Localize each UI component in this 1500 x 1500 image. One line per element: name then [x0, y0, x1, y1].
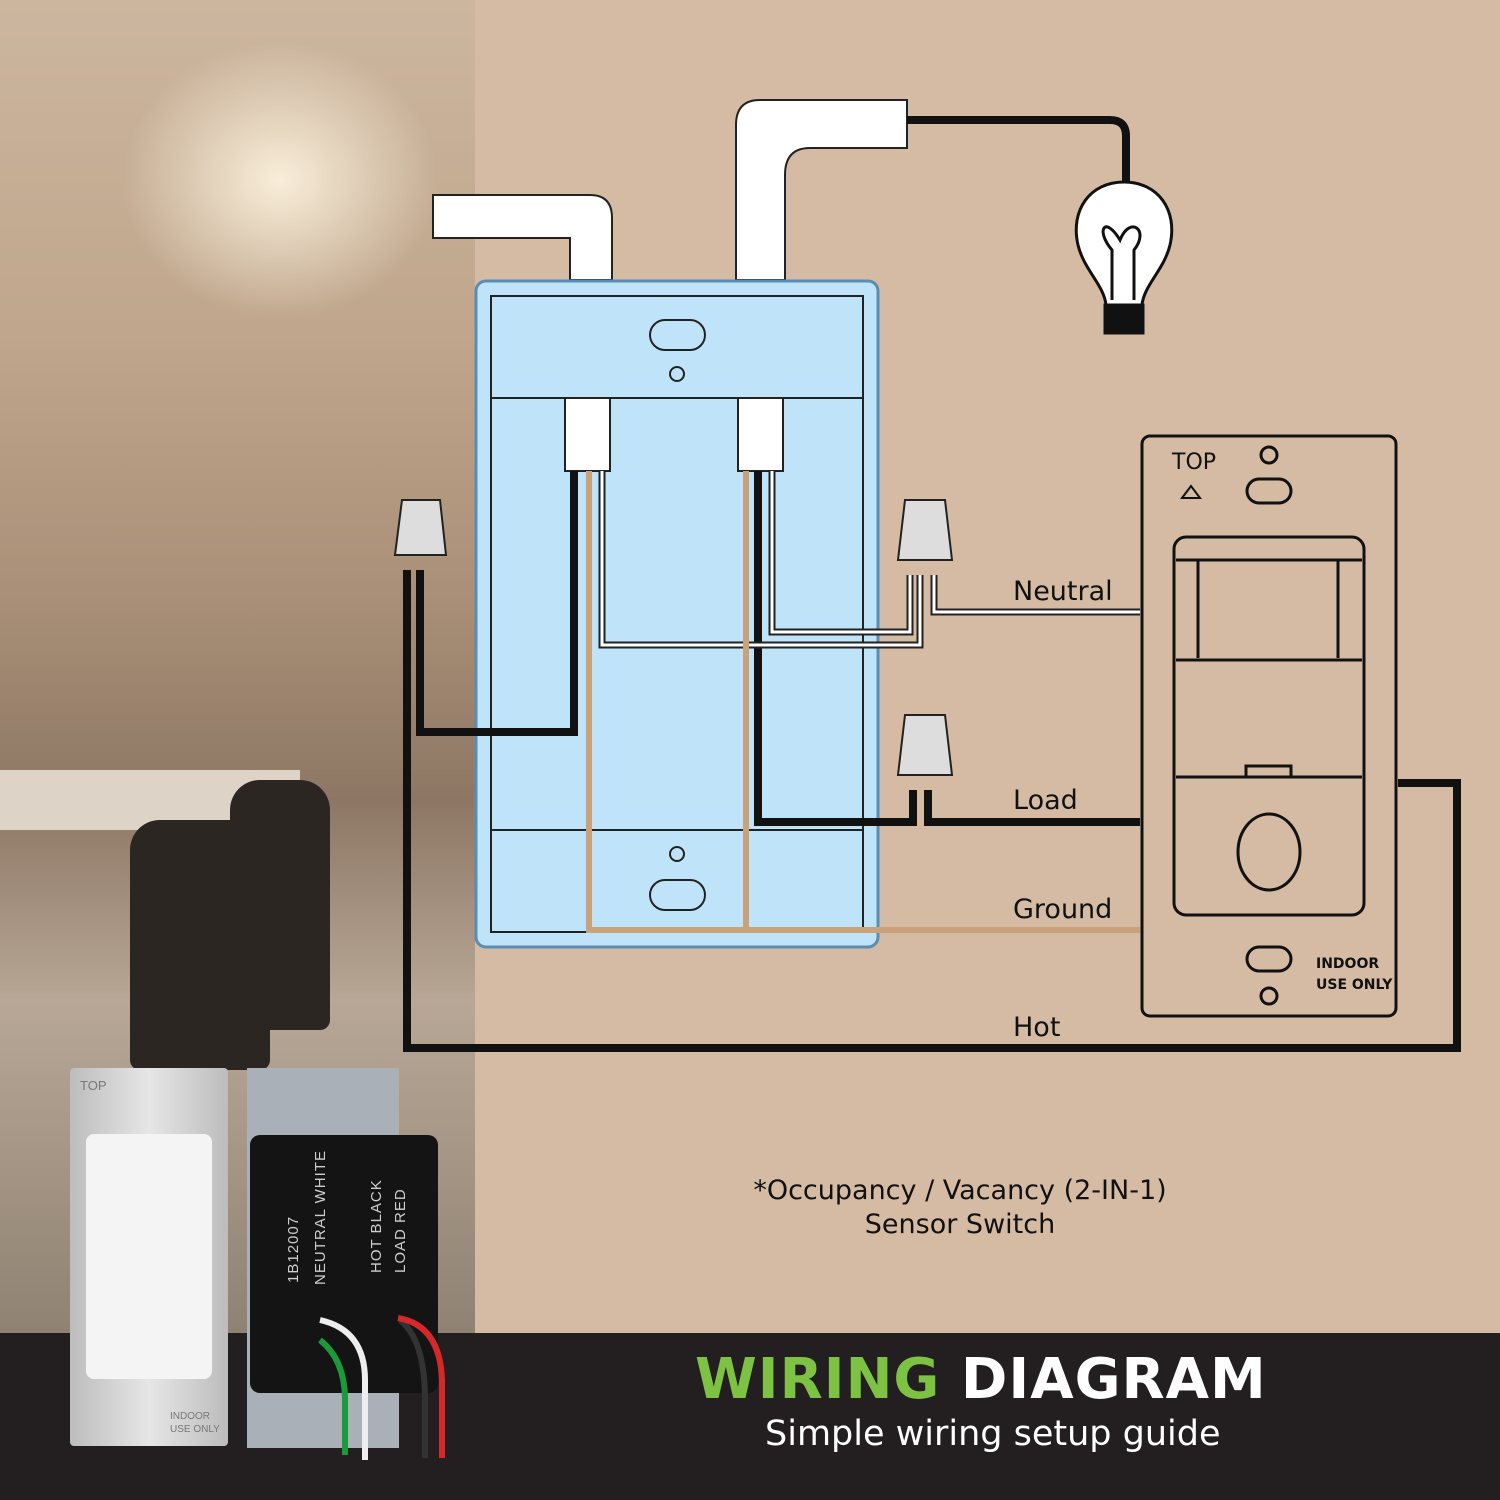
plate-indoor-line2: USE ONLY [170, 1424, 220, 1435]
caption-line-2: Sensor Switch [864, 1209, 1056, 1240]
banner-subtitle: Simple wiring setup guide [765, 1414, 1221, 1454]
plate-indoor-line1: INDOOR [170, 1411, 210, 1422]
dryer [230, 780, 330, 1030]
neutral-wires [600, 471, 1140, 647]
load-wire-label: LOAD RED [392, 1188, 409, 1273]
bulb-wire [907, 116, 1130, 185]
product-caption: *Occupancy / Vacancy (2-IN-1) Sensor Swi… [700, 1174, 1220, 1242]
load-label: Load [1013, 785, 1078, 816]
title-main: DIAGRAM [960, 1347, 1267, 1412]
conduit-right [735, 99, 908, 281]
conduit-left [432, 194, 613, 281]
sensor-switch-drawing [1140, 434, 1398, 1018]
neutral-label: Neutral [1013, 576, 1113, 607]
ground-wire [586, 471, 1140, 933]
plate-indoor-label: INDOOR USE ONLY [170, 1410, 220, 1436]
sensor-face [86, 1134, 212, 1379]
switch-top-label: TOP [1172, 450, 1217, 475]
hot-line-wire [416, 471, 578, 736]
ground-label: Ground [1013, 894, 1113, 925]
ceiling-light [120, 40, 440, 320]
title-accent: WIRING [695, 1347, 941, 1412]
hot-wire-label: HOT BLACK [368, 1179, 385, 1273]
switch-body: 1B12007 NEUTRAL WHITE HOT BLACK LOAD RED [250, 1135, 438, 1393]
hot-label: Hot [1013, 1012, 1061, 1043]
wall-plate-photo: TOP INDOOR USE ONLY [70, 1068, 228, 1446]
plate-top-label: TOP [80, 1078, 107, 1093]
light-bulb-icon [1074, 180, 1174, 335]
box-top-bracket [490, 295, 864, 399]
switch-indoor-label: INDOOR [1316, 956, 1380, 972]
wire-nut-icon [393, 499, 954, 776]
switch-use-only-label: USE ONLY [1316, 977, 1393, 993]
caption-line-1: *Occupancy / Vacancy (2-IN-1) [753, 1175, 1167, 1206]
banner-title: WIRING DIAGRAM [695, 1347, 1267, 1412]
neutral-wire-label: NEUTRAL WHITE [312, 1150, 329, 1285]
model-number: 1B12007 [285, 1215, 302, 1283]
hot-wire [403, 570, 1461, 1052]
load-wire [924, 790, 1140, 826]
